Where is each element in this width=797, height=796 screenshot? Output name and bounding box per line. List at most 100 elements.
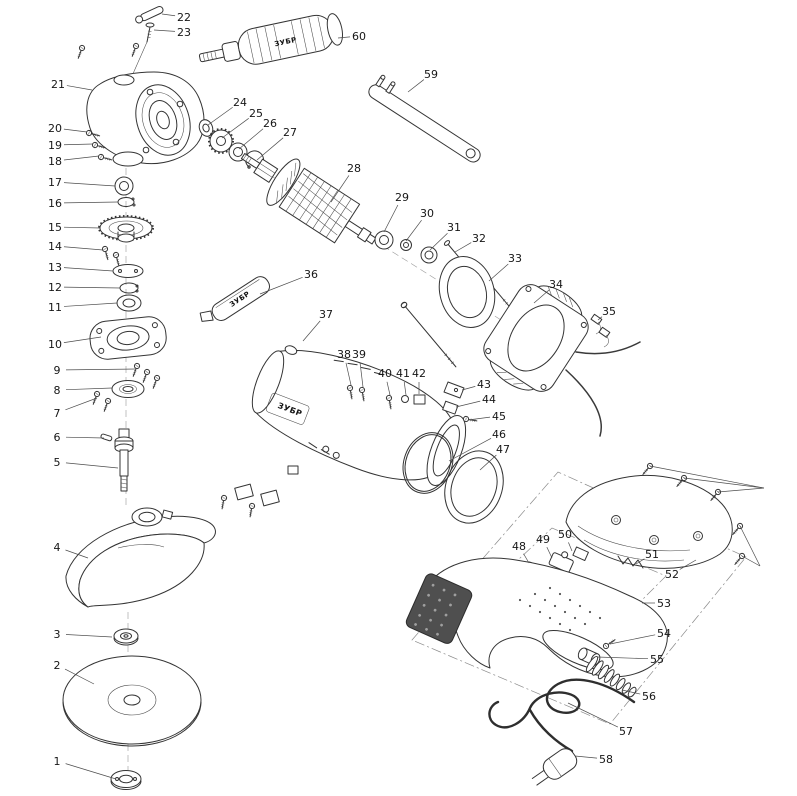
part-label-36: 36 <box>304 268 318 281</box>
leader-line-4 <box>65 549 89 559</box>
part-label-57: 57 <box>619 725 633 738</box>
part-label-31: 31 <box>447 221 461 234</box>
part-label-53: 53 <box>657 597 671 610</box>
leader-line-54 <box>609 634 656 645</box>
leader-line-46 <box>448 437 492 462</box>
part-label-6: 6 <box>54 431 61 444</box>
part-label-20: 20 <box>48 122 62 135</box>
power-cord <box>488 678 636 786</box>
rear-upper-shell <box>565 461 765 569</box>
leader-line-58 <box>574 755 598 759</box>
part-label-44: 44 <box>482 393 496 406</box>
gear-housing <box>75 42 205 167</box>
leader-line-3 <box>65 634 113 638</box>
leader-line-25 <box>221 118 249 139</box>
stator <box>483 284 641 437</box>
part-label-48: 48 <box>512 540 526 553</box>
leader-line-18 <box>63 155 100 161</box>
part-label-3: 3 <box>54 628 61 641</box>
leader-line-6 <box>65 436 105 439</box>
baffle-ring <box>438 256 496 328</box>
part-label-27: 27 <box>283 126 297 139</box>
leader-line-16 <box>63 201 119 204</box>
leader-line-39 <box>359 362 364 388</box>
leader-line-31 <box>429 232 448 251</box>
part-label-55: 55 <box>650 653 664 666</box>
part-label-12: 12 <box>48 281 62 294</box>
leader-line-48 <box>523 553 530 564</box>
part-label-25: 25 <box>249 107 263 120</box>
part-label-37: 37 <box>319 308 333 321</box>
part-label-60: 60 <box>352 30 366 43</box>
part-label-54: 54 <box>657 627 671 640</box>
rotor-bearings <box>374 230 438 264</box>
leader-line-14 <box>63 246 104 251</box>
leader-line-36 <box>259 276 303 295</box>
armature <box>240 153 377 245</box>
part-label-16: 16 <box>48 197 62 210</box>
leader-line-10 <box>63 336 102 343</box>
part-labels-layer: 1234567891011121314151617181920212223242… <box>48 11 697 780</box>
leader-line-28 <box>330 175 350 203</box>
part-label-10: 10 <box>48 338 62 351</box>
leader-line-24 <box>207 106 233 126</box>
part-label-46: 46 <box>492 428 506 441</box>
brush-bar <box>199 276 271 322</box>
part-label-33: 33 <box>508 252 522 265</box>
part-label-18: 18 <box>48 155 62 168</box>
leader-line-60 <box>337 36 351 39</box>
part-label-40: 40 <box>378 367 392 380</box>
part-label-24: 24 <box>233 96 247 109</box>
part-label-47: 47 <box>496 443 510 456</box>
leader-line-22 <box>161 13 176 17</box>
leader-line-5 <box>65 462 119 469</box>
part-label-39: 39 <box>352 348 366 361</box>
leader-line-12 <box>63 286 121 289</box>
part-label-34: 34 <box>549 278 563 291</box>
pin-wrench <box>368 74 481 163</box>
leader-line-55 <box>596 656 649 660</box>
part-label-45: 45 <box>492 410 506 423</box>
leader-line-19 <box>63 143 94 146</box>
leader-line-30 <box>405 219 422 242</box>
part-label-56: 56 <box>642 690 656 703</box>
leader-line-7 <box>65 397 98 411</box>
part-label-2: 2 <box>54 659 61 672</box>
leader-line-8 <box>65 387 113 391</box>
leader-line-29 <box>383 204 399 233</box>
part-label-5: 5 <box>54 456 61 469</box>
part-label-23: 23 <box>177 26 191 39</box>
leader-line-26 <box>238 128 264 150</box>
part-label-52: 52 <box>665 568 679 581</box>
part-label-43: 43 <box>477 378 491 391</box>
lock-lever-and-stud <box>131 5 164 77</box>
leader-line-20 <box>63 128 88 133</box>
leader-line-15 <box>63 226 101 229</box>
wheel-guard <box>65 507 216 608</box>
leader-line-2 <box>64 668 95 685</box>
leader-line-43 <box>461 386 476 391</box>
part-label-42: 42 <box>412 367 426 380</box>
leader-line-13 <box>63 267 114 272</box>
part-label-21: 21 <box>51 78 65 91</box>
spindle-stack <box>89 176 167 492</box>
part-label-59: 59 <box>424 68 438 81</box>
leader-line-21 <box>66 85 93 91</box>
part-label-26: 26 <box>263 117 277 130</box>
leader-line-38 <box>345 362 352 386</box>
part-label-38: 38 <box>337 348 351 361</box>
leader-line-34 <box>533 289 550 304</box>
rear-handle-body <box>405 557 668 678</box>
part-label-8: 8 <box>54 384 61 397</box>
part-label-19: 19 <box>48 139 62 152</box>
part-label-50: 50 <box>558 528 572 541</box>
part-label-13: 13 <box>48 261 62 274</box>
side-handle <box>198 13 343 65</box>
part-label-15: 15 <box>48 221 62 234</box>
part-label-30: 30 <box>420 207 434 220</box>
leader-line-40 <box>386 381 391 396</box>
leader-line-11 <box>63 302 118 307</box>
leader-line-33 <box>488 263 509 282</box>
part-label-58: 58 <box>599 753 613 766</box>
